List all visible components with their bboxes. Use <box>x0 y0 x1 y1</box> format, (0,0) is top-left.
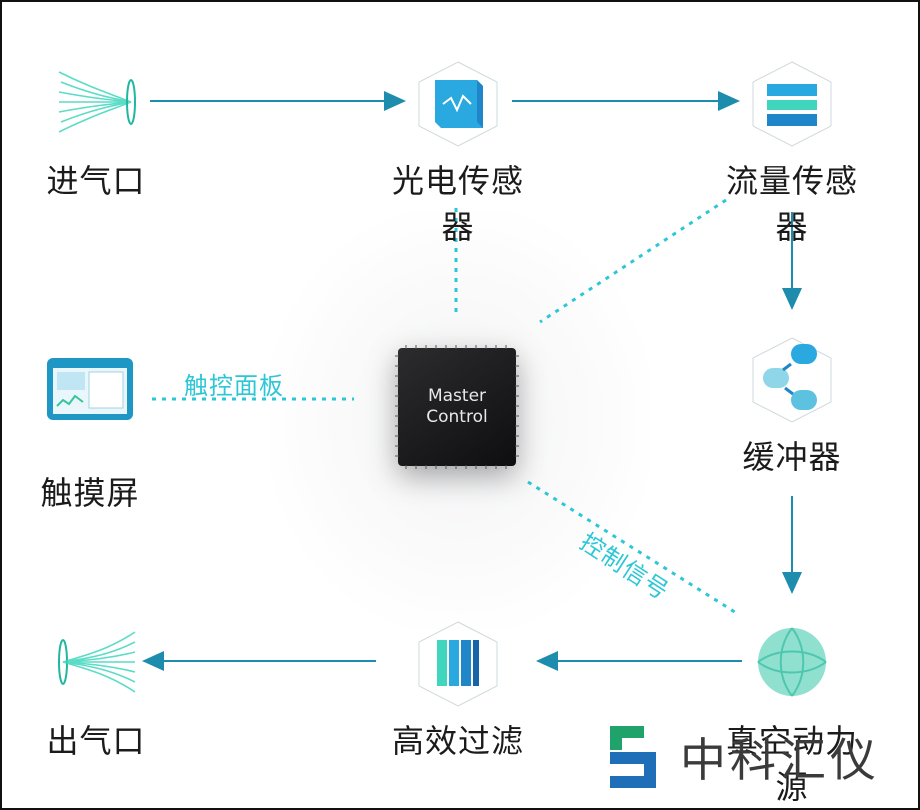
node-vacuum: 真空动力源 <box>712 618 872 808</box>
flow-sensor-label: 流量传感器 <box>725 162 858 246</box>
photo-sensor-label: 光电传感器 <box>391 162 524 246</box>
touchscreen-label: 触摸屏 <box>40 474 140 512</box>
brand-logo-icon <box>610 726 656 788</box>
dotted-flow-to-control <box>539 198 727 324</box>
chip-label-line2: Control <box>426 407 488 427</box>
node-touchscreen: 触摸屏 <box>10 356 170 514</box>
filter-label: 高效过滤 <box>391 722 524 760</box>
vacuum-fan-icon <box>747 618 837 708</box>
master-control-chip: Master Control <box>395 345 519 469</box>
node-photo-sensor: 光电传感器 <box>378 58 538 248</box>
air-inlet-icon <box>51 58 141 148</box>
air-outlet-icon <box>51 618 141 708</box>
chip-pins <box>395 345 519 469</box>
dotted-control-to-vacuum <box>527 480 739 616</box>
vacuum-label: 真空动力源 <box>725 722 858 806</box>
node-flow-sensor: 流量传感器 <box>712 58 872 248</box>
node-inlet: 进气口 <box>16 58 176 202</box>
buffer-label: 缓冲器 <box>742 438 842 476</box>
photoelectric-sensor-icon <box>413 58 503 148</box>
inlet-label: 进气口 <box>46 162 146 200</box>
outlet-label: 出气口 <box>46 722 146 760</box>
flow-sensor-icon <box>747 58 837 148</box>
brand-watermark: 中科汇仪 <box>600 722 880 792</box>
touchscreen-icon <box>45 356 135 446</box>
hepa-filter-icon <box>413 618 503 708</box>
brand-name: 中科汇仪 <box>680 733 880 787</box>
edge-label-touch-panel: 触控面板 <box>184 372 284 400</box>
node-outlet: 出气口 <box>16 618 176 762</box>
buffer-icon <box>747 334 837 424</box>
chip-label-line1: Master <box>427 386 487 406</box>
node-buffer: 缓冲器 <box>712 334 872 478</box>
node-filter: 高效过滤 <box>378 618 538 762</box>
